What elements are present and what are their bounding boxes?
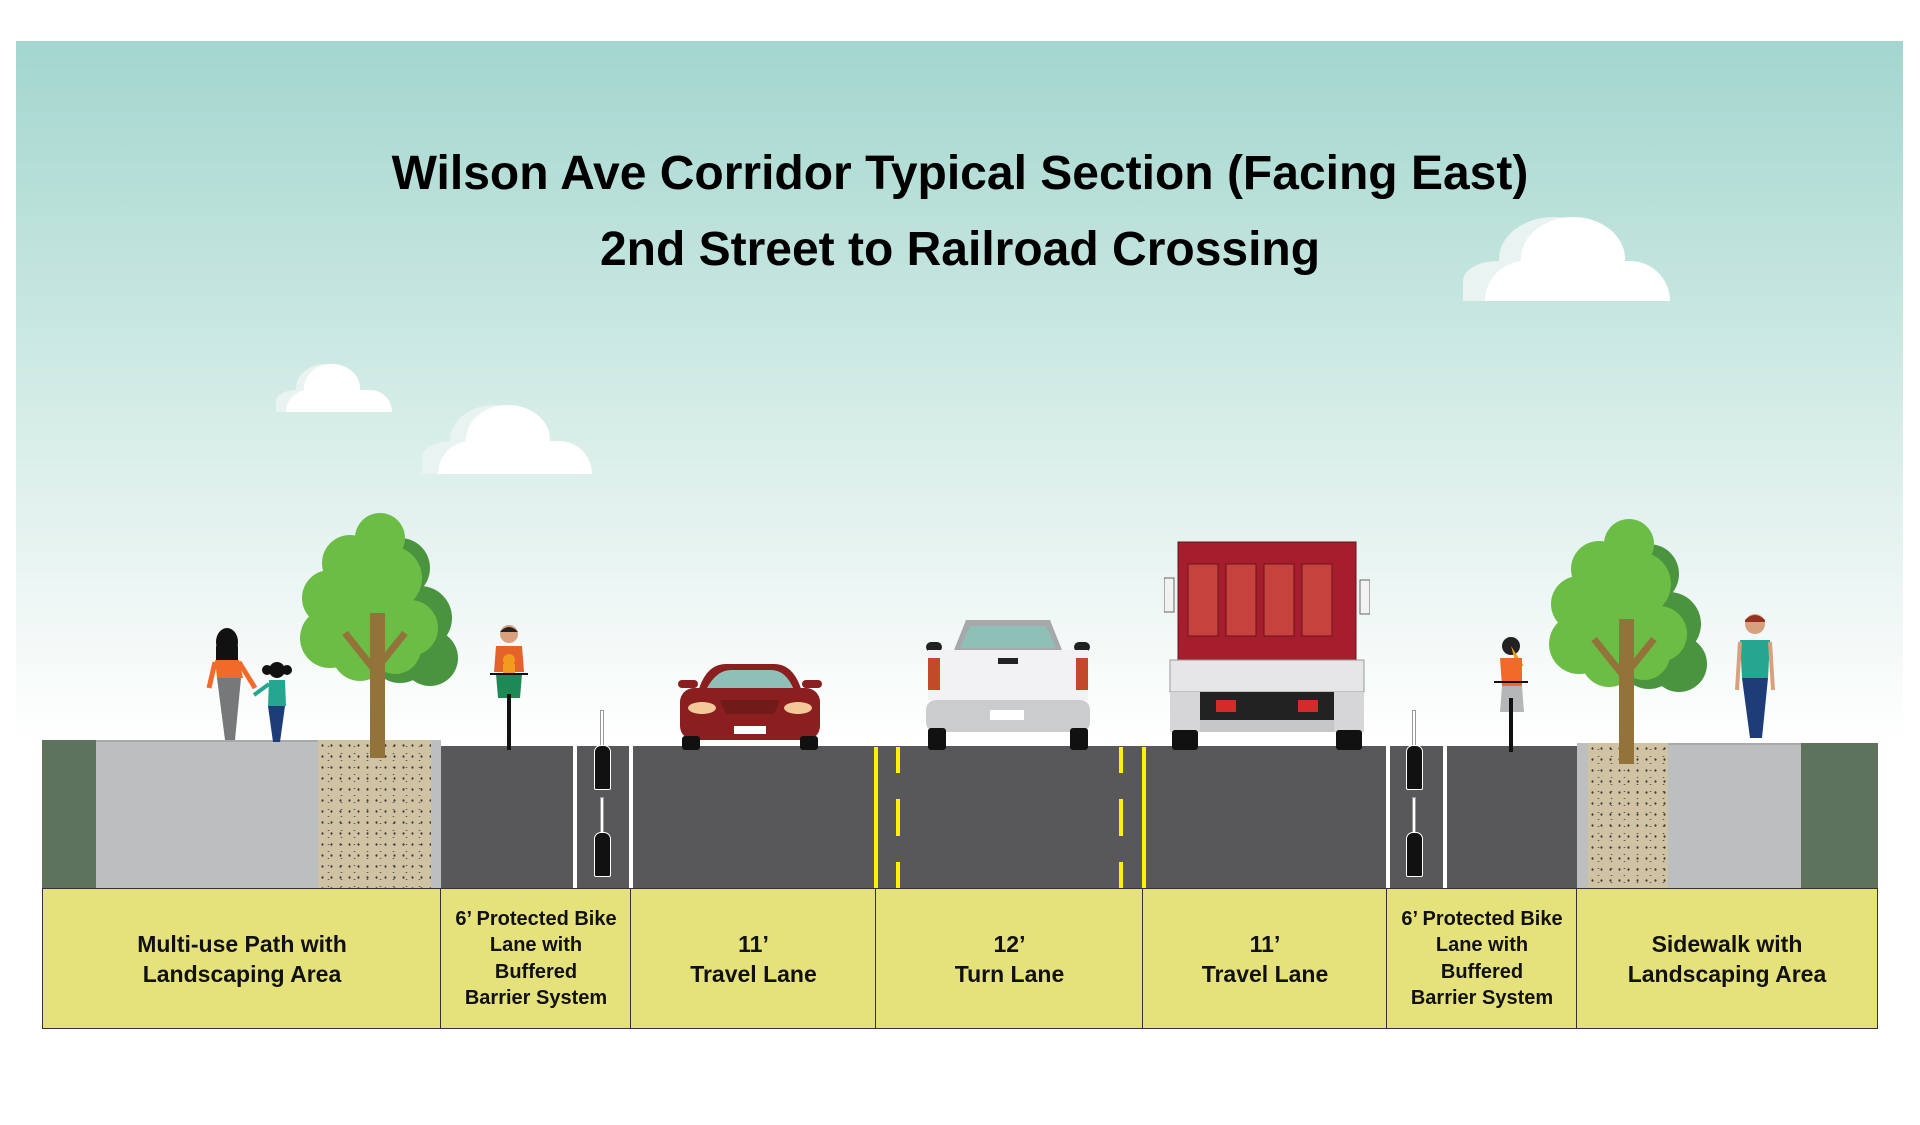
bollard-icon: [594, 797, 611, 877]
bike-buffer-line: [629, 746, 633, 888]
dashed-yellow-line: [1119, 799, 1123, 836]
green-edge-left: [42, 740, 96, 888]
page-title: Wilson Ave Corridor Typical Section (Fac…: [391, 147, 1529, 200]
bike-buffer-line: [1386, 746, 1390, 888]
section-label-text: 12’ Turn Lane: [954, 930, 1065, 987]
child-walking-icon: [252, 662, 292, 742]
white-pickup-icon: [926, 620, 1090, 750]
section-label-travel-lane-west: 11’ Travel Lane: [630, 888, 877, 1029]
dashed-yellow-line: [896, 747, 900, 773]
curb-right: [1577, 743, 1588, 888]
bollard-icon: [1406, 710, 1423, 790]
tree-icon: [300, 513, 458, 758]
woman-walking-icon: [206, 628, 258, 740]
section-label-travel-lane-east: 11’ Travel Lane: [1142, 888, 1388, 1029]
sidewalk-surface: [1668, 743, 1801, 888]
cloud-icon: [1463, 217, 1670, 301]
dashed-yellow-line: [1119, 862, 1123, 888]
bollard-icon: [1406, 797, 1423, 877]
section-label-text: 11’ Travel Lane: [1201, 930, 1329, 987]
man-walking-icon: [1735, 614, 1775, 738]
section-label-turn-lane: 12’ Turn Lane: [875, 888, 1144, 1029]
cloud-icon: [422, 405, 592, 474]
tree-icon: [1549, 519, 1707, 764]
cyclist-icon: [1494, 637, 1528, 752]
section-label-text: 11’ Travel Lane: [690, 930, 817, 987]
solid-yellow-line: [874, 747, 878, 888]
page-subtitle: 2nd Street to Railroad Crossing: [599, 223, 1321, 276]
red-sedan-icon: [678, 664, 822, 750]
solid-yellow-line: [1142, 747, 1146, 888]
section-label-bike-lane-east: 6’ Protected Bike Lane with Buffered Bar…: [1386, 888, 1578, 1029]
section-label-text: 6’ Protected Bike Lane with Buffered Bar…: [455, 907, 617, 1010]
bollard-icon: [594, 710, 611, 790]
section-label-text: Sidewalk with Landscaping Area: [1627, 930, 1827, 987]
multi-use-path-surface: [96, 740, 318, 888]
section-label-sidewalk: Sidewalk with Landscaping Area: [1576, 888, 1878, 1029]
dashed-yellow-line: [1119, 747, 1123, 773]
dashed-yellow-line: [896, 799, 900, 836]
section-label-text: 6’ Protected Bike Lane with Buffered Bar…: [1401, 907, 1563, 1010]
section-label-text: Multi-use Path with Landscaping Area: [137, 930, 347, 987]
green-edge-right: [1801, 743, 1878, 888]
dashed-yellow-line: [896, 862, 900, 888]
landscaping-strip-right: [1588, 743, 1668, 888]
red-dump-truck-icon: [1164, 541, 1370, 750]
cyclist-with-child-icon: [490, 625, 528, 750]
section-label-multi-use-path: Multi-use Path with Landscaping Area: [42, 888, 442, 1029]
bike-buffer-line: [1443, 746, 1447, 888]
cloud-icon: [276, 364, 392, 412]
curb-left: [431, 740, 441, 888]
section-label-bike-lane-west: 6’ Protected Bike Lane with Buffered Bar…: [440, 888, 632, 1029]
landscaping-strip-left: [318, 740, 431, 888]
bike-buffer-line: [573, 746, 577, 888]
